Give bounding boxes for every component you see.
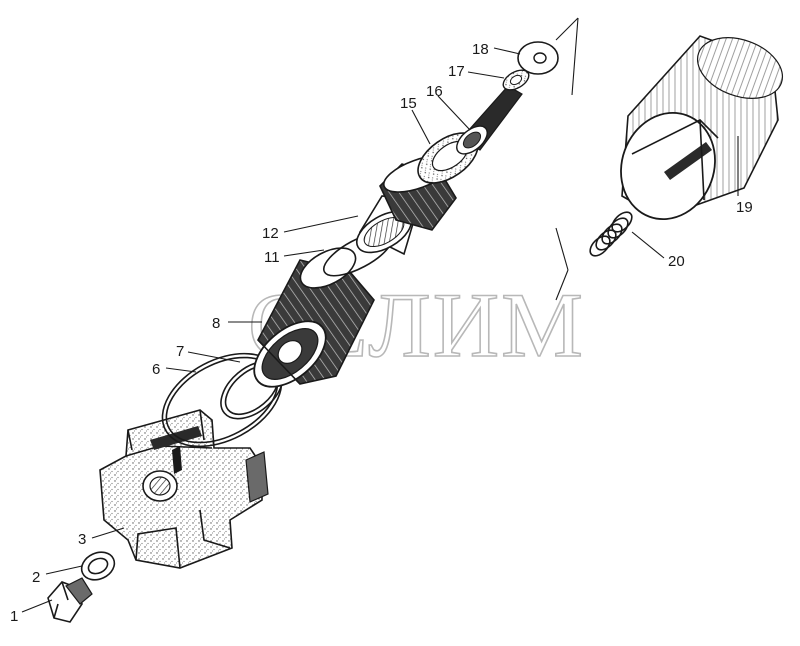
callout-16: 16 — [426, 83, 443, 100]
leader-lines — [21, 47, 739, 613]
part-2-washer — [80, 551, 116, 581]
callout-11: 11 — [264, 249, 280, 266]
callout-8: 8 — [212, 315, 220, 332]
callout-6: 6 — [152, 361, 160, 378]
part-3-housing — [99, 409, 269, 569]
callout-1: 1 — [10, 608, 18, 625]
callout-15: 15 — [400, 95, 417, 112]
part-20-spring — [589, 211, 633, 257]
part-16-spindle — [456, 85, 523, 155]
callout-2: 2 — [32, 569, 40, 586]
part-17-small-washer — [502, 69, 530, 91]
part-18-end-cap — [517, 41, 559, 75]
assembly-axis-lines — [555, 17, 579, 301]
callout-7: 7 — [176, 343, 184, 360]
part-1-fitting — [47, 577, 93, 623]
callout-19: 19 — [736, 199, 753, 216]
callout-17: 17 — [448, 63, 465, 80]
callout-20: 20 — [668, 253, 685, 270]
part-19-cover — [620, 35, 784, 221]
part-8-filter-element — [253, 247, 375, 388]
callout-18: 18 — [472, 41, 489, 58]
callout-12: 12 — [262, 225, 279, 242]
callout-labels: 1 2 3 6 7 8 11 12 15 16 17 18 19 20 — [10, 41, 753, 625]
callout-3: 3 — [78, 531, 86, 548]
